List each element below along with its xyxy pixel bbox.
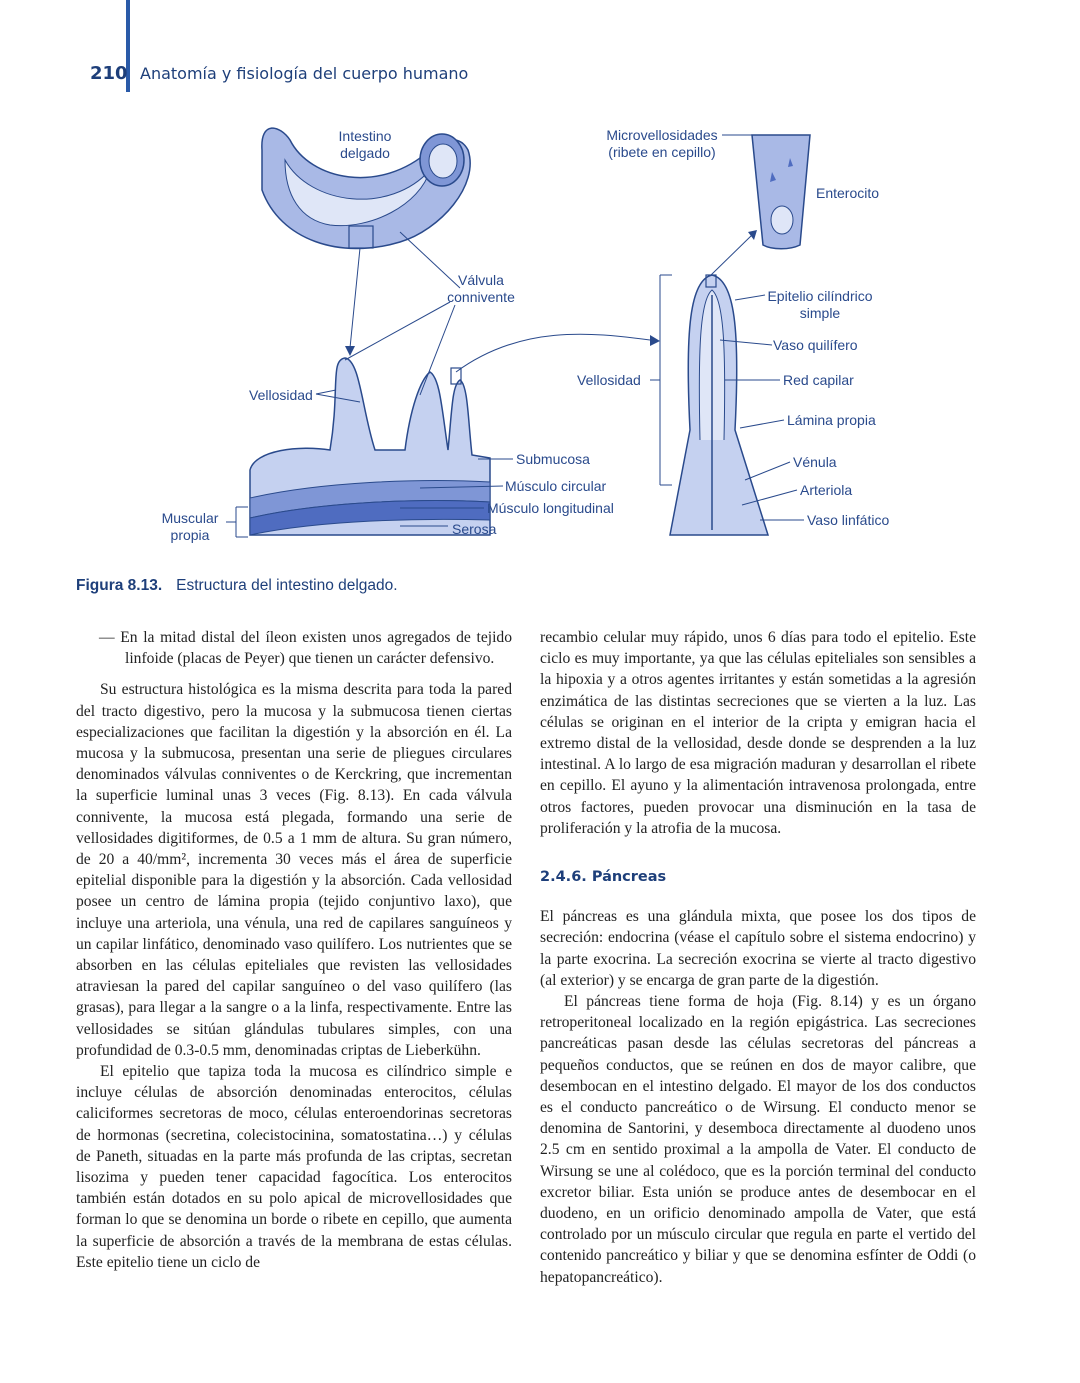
label-intestino: Intestino bbox=[339, 128, 392, 144]
left-column: — En la mitad distal del íleon existen u… bbox=[76, 627, 512, 1273]
running-title: Anatomía y fisiología del cuerpo humano bbox=[140, 64, 469, 83]
label-enterocito: Enterocito bbox=[816, 185, 879, 201]
page-number: 210 bbox=[90, 63, 128, 84]
detail-arrows bbox=[345, 230, 757, 373]
paragraph: Su estructura histológica es la misma de… bbox=[76, 681, 512, 1059]
label-red-capilar: Red capilar bbox=[783, 372, 854, 388]
label-musculo-circular: Músculo circular bbox=[505, 478, 606, 494]
label-valvula: Válvula bbox=[458, 272, 504, 288]
figure-caption-number: Figura 8.13. bbox=[76, 577, 163, 594]
leader-lines bbox=[226, 134, 804, 538]
label-propia: propia bbox=[171, 527, 210, 543]
label-vellosidad-left: Vellosidad bbox=[249, 387, 313, 403]
figure-caption: Figura 8.13. Estructura del intestino del… bbox=[76, 577, 398, 595]
paragraph: recambio celular muy rápido, unos 6 días… bbox=[540, 629, 976, 837]
label-delgado: delgado bbox=[340, 145, 390, 161]
label-muscular: Muscular bbox=[162, 510, 219, 526]
paragraph: El epitelio que tapiza toda la mucosa es… bbox=[76, 1063, 512, 1271]
figure-caption-text: Estructura del intestino delgado. bbox=[176, 577, 398, 594]
paragraph: El páncreas tiene forma de hoja (Fig. 8.… bbox=[540, 993, 976, 1286]
label-vellosidad-right: Vellosidad bbox=[577, 372, 641, 388]
small-intestine-figure: Intestino delgado Microvellosidades (rib… bbox=[162, 127, 890, 543]
mucosa-section bbox=[249, 357, 491, 536]
label-ribete: (ribete en cepillo) bbox=[608, 144, 715, 160]
paragraph: El páncreas es una glándula mixta, que p… bbox=[540, 908, 976, 989]
label-vaso-quilifero: Vaso quilífero bbox=[773, 337, 858, 353]
label-connivente: connivente bbox=[447, 289, 515, 305]
section-heading: 2.4.6. Páncreas bbox=[540, 869, 667, 886]
header-rule bbox=[126, 0, 130, 92]
label-venula: Vénula bbox=[793, 454, 837, 470]
villus-detail bbox=[669, 274, 770, 536]
label-lamina-propia: Lámina propia bbox=[787, 412, 876, 428]
label-musculo-longitudinal: Músculo longitudinal bbox=[487, 500, 614, 516]
bullet-paragraph: — En la mitad distal del íleon existen u… bbox=[99, 629, 512, 668]
label-epitelio: Epitelio cilíndrico bbox=[767, 288, 872, 304]
intestine-illustration bbox=[261, 127, 471, 250]
label-serosa: Serosa bbox=[452, 521, 497, 537]
label-submucosa: Submucosa bbox=[516, 451, 590, 467]
label-arteriola: Arteriola bbox=[800, 482, 852, 498]
label-microvellosidades: Microvellosidades bbox=[606, 127, 717, 143]
label-vaso-linfatico: Vaso linfático bbox=[807, 512, 889, 528]
label-simple: simple bbox=[800, 305, 841, 321]
enterocyte-cell bbox=[751, 134, 811, 250]
right-column: recambio celular muy rápido, unos 6 días… bbox=[540, 627, 976, 1288]
